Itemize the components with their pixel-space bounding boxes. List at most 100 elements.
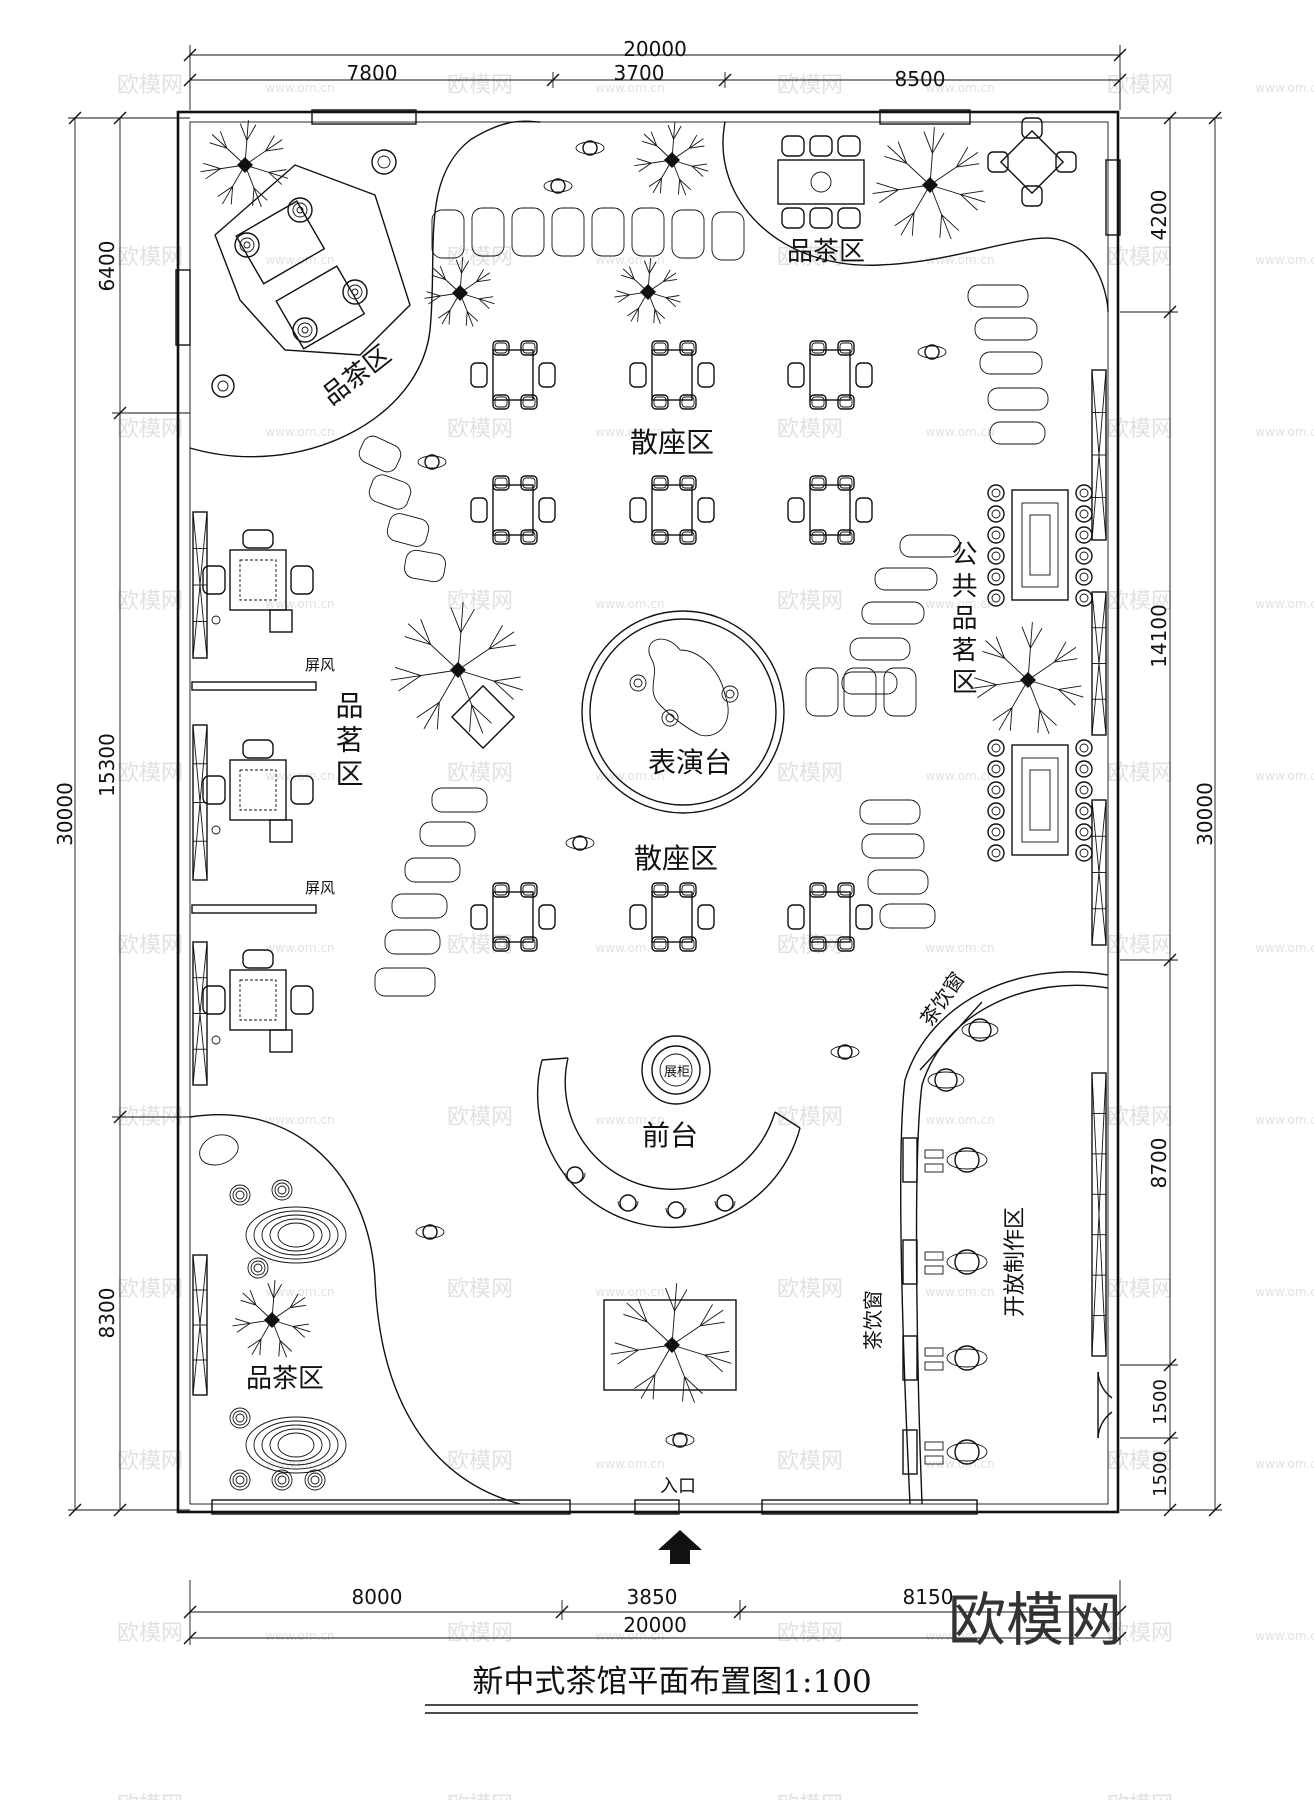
trunk — [664, 152, 680, 168]
stool — [1075, 844, 1093, 862]
stepping-stone — [431, 209, 465, 259]
twig — [398, 675, 422, 692]
twig — [1053, 641, 1067, 663]
twig — [469, 704, 473, 732]
stool-inner — [991, 551, 1001, 561]
person-shoulders — [946, 1348, 988, 1368]
stone-ring — [235, 1475, 245, 1485]
twig — [230, 186, 234, 205]
contour-ring — [277, 1222, 315, 1248]
chair — [651, 882, 669, 898]
watermark-mark: 欧模网 — [777, 417, 843, 442]
stool-inner — [991, 593, 1001, 603]
twig — [471, 704, 492, 724]
chair — [651, 394, 669, 410]
person-shoulders — [417, 455, 447, 469]
branch — [643, 133, 673, 161]
person-shoulders — [917, 345, 947, 359]
stone-ring — [229, 1407, 251, 1429]
twig — [246, 124, 257, 141]
twig — [644, 260, 650, 274]
stool — [1075, 739, 1093, 757]
tea-tray — [810, 171, 832, 193]
twig — [911, 212, 915, 236]
twig — [879, 189, 899, 204]
stepping-stone — [874, 567, 938, 591]
tree-icon — [970, 622, 1084, 735]
stool — [1075, 781, 1093, 799]
watermark-grid: 欧模网 www.om.cn 欧模网 www.om.cn 欧模网 www.om.cn 欧模网 w… — [117, 73, 1314, 1800]
chair — [855, 497, 873, 523]
stepping-stone — [631, 207, 665, 257]
stool-inner — [1079, 572, 1089, 582]
chair-seat — [839, 342, 853, 354]
twig — [265, 147, 284, 152]
chair — [679, 882, 697, 898]
chair — [538, 904, 556, 930]
twig — [663, 269, 671, 282]
bar-stool-back — [714, 1200, 736, 1212]
stool — [987, 505, 1005, 523]
stepping-stone — [987, 387, 1049, 411]
tasting-zone-left-label: 品茗区 — [332, 691, 365, 793]
stool — [987, 802, 1005, 820]
dim-right-total: 30000 — [1193, 782, 1217, 846]
person-shoulders — [961, 1021, 999, 1039]
trunk — [664, 1337, 680, 1353]
stool-inner — [991, 785, 1001, 795]
watermark-mark: 欧模网 — [117, 1621, 183, 1646]
entrance: 入口 — [603, 1299, 737, 1564]
stool — [987, 589, 1005, 607]
tree-icon — [200, 120, 289, 208]
chair-seat — [494, 938, 508, 950]
chair-seat — [494, 396, 508, 408]
contour-ring — [253, 1210, 339, 1260]
stepping-stone — [358, 435, 402, 473]
stone-ring — [232, 1187, 248, 1203]
chair — [697, 362, 715, 388]
tasting-table-set — [202, 739, 314, 843]
branch — [671, 1309, 724, 1346]
stepping-stone — [974, 317, 1038, 341]
scatter-table-set — [470, 475, 556, 545]
branch — [1027, 622, 1033, 681]
twig — [426, 291, 441, 297]
contour-ring — [253, 1420, 339, 1470]
twig — [234, 1318, 251, 1324]
cushion — [287, 197, 313, 223]
twig — [923, 131, 933, 154]
chair — [809, 340, 827, 356]
watermark-url: www.om.cn — [595, 1285, 664, 1299]
twig — [977, 684, 997, 699]
watermark-mark: 欧模网 — [117, 1277, 183, 1302]
branch — [271, 1297, 306, 1321]
watermark-mark: 欧模网 — [447, 73, 513, 98]
twig — [689, 145, 705, 149]
chair-seat — [522, 477, 536, 489]
twig — [1009, 707, 1013, 731]
twig — [704, 1350, 730, 1356]
person-shoulders — [946, 1252, 988, 1272]
chair — [809, 394, 827, 410]
watermark-url: www.om.cn — [925, 1113, 994, 1127]
chair — [492, 936, 510, 952]
stool-inner — [1079, 551, 1089, 561]
branch — [271, 1319, 311, 1333]
twig — [995, 636, 1006, 659]
twig — [628, 266, 635, 280]
watermark-url: www.om.cn — [1255, 1285, 1314, 1299]
table-top — [492, 891, 534, 943]
stepping-stone — [841, 671, 898, 695]
panel-cross — [1091, 1072, 1107, 1357]
twig — [616, 290, 630, 296]
twig — [941, 214, 959, 231]
watermark-url: www.om.cn — [595, 1629, 664, 1643]
twig — [649, 261, 657, 274]
watermark-url: www.om.cn — [265, 597, 334, 611]
chair-seat — [522, 938, 536, 950]
front-desk-label: 前台 — [642, 1119, 698, 1152]
twig — [691, 163, 708, 167]
stool — [987, 844, 1005, 862]
chair — [809, 882, 827, 898]
watermark-url: www.om.cn — [1255, 253, 1314, 267]
